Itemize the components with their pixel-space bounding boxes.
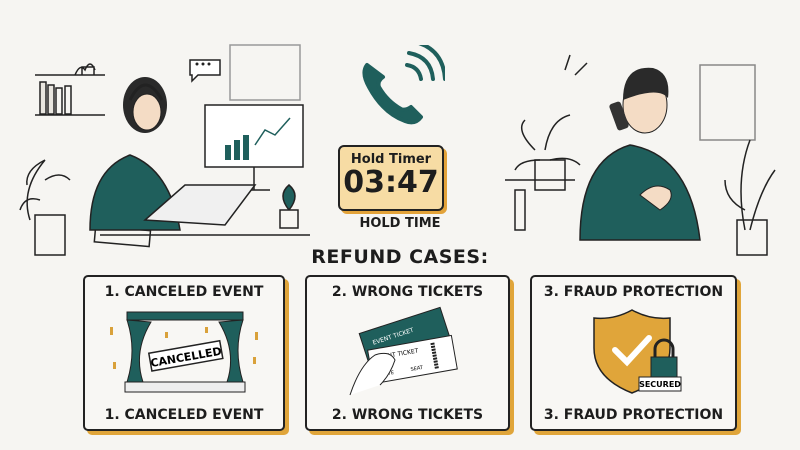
hold-timer-value: 03:47 — [343, 165, 439, 200]
shield-lock-icon: SECURED — [593, 309, 682, 394]
hold-time-caption: HOLD TIME — [359, 216, 441, 231]
card-canceled-event: 1. CANCELED EVENT CANCELLED 1. CANCELED … — [83, 275, 285, 431]
card-caption: 1. CANCELED EVENT — [104, 407, 264, 423]
hold-timer-display: Hold Timer 03:47 — [338, 145, 444, 211]
card-title: 3. FRAUD PROTECTION — [543, 284, 724, 300]
tickets-icon: EVENT TICKET EVENT TICKET DATE SEAT — [349, 306, 458, 396]
card-wrong-tickets: 2. WRONG TICKETS EVENT TICKET EVENT TICK… — [305, 275, 510, 431]
card-fraud-protection: 3. FRAUD PROTECTION SECURED 3. FRAUD PRO… — [530, 275, 737, 431]
card-caption: 3. FRAUD PROTECTION — [543, 407, 724, 423]
ticket-seat: SEAT — [410, 365, 424, 373]
stage-curtain-icon: CANCELLED — [110, 311, 258, 393]
refund-cases-heading: REFUND CASES: — [311, 246, 489, 268]
support-agent-illustration — [19, 44, 310, 256]
customer-on-phone-illustration — [505, 54, 776, 256]
card-caption: 2. WRONG TICKETS — [331, 407, 484, 423]
phone-ringing-icon — [362, 45, 445, 125]
card-title: 2. WRONG TICKETS — [331, 284, 484, 300]
card-title: 1. CANCELED EVENT — [104, 284, 264, 300]
hold-timer-label: Hold Timer — [350, 152, 432, 167]
secured-badge: SECURED — [639, 380, 681, 389]
